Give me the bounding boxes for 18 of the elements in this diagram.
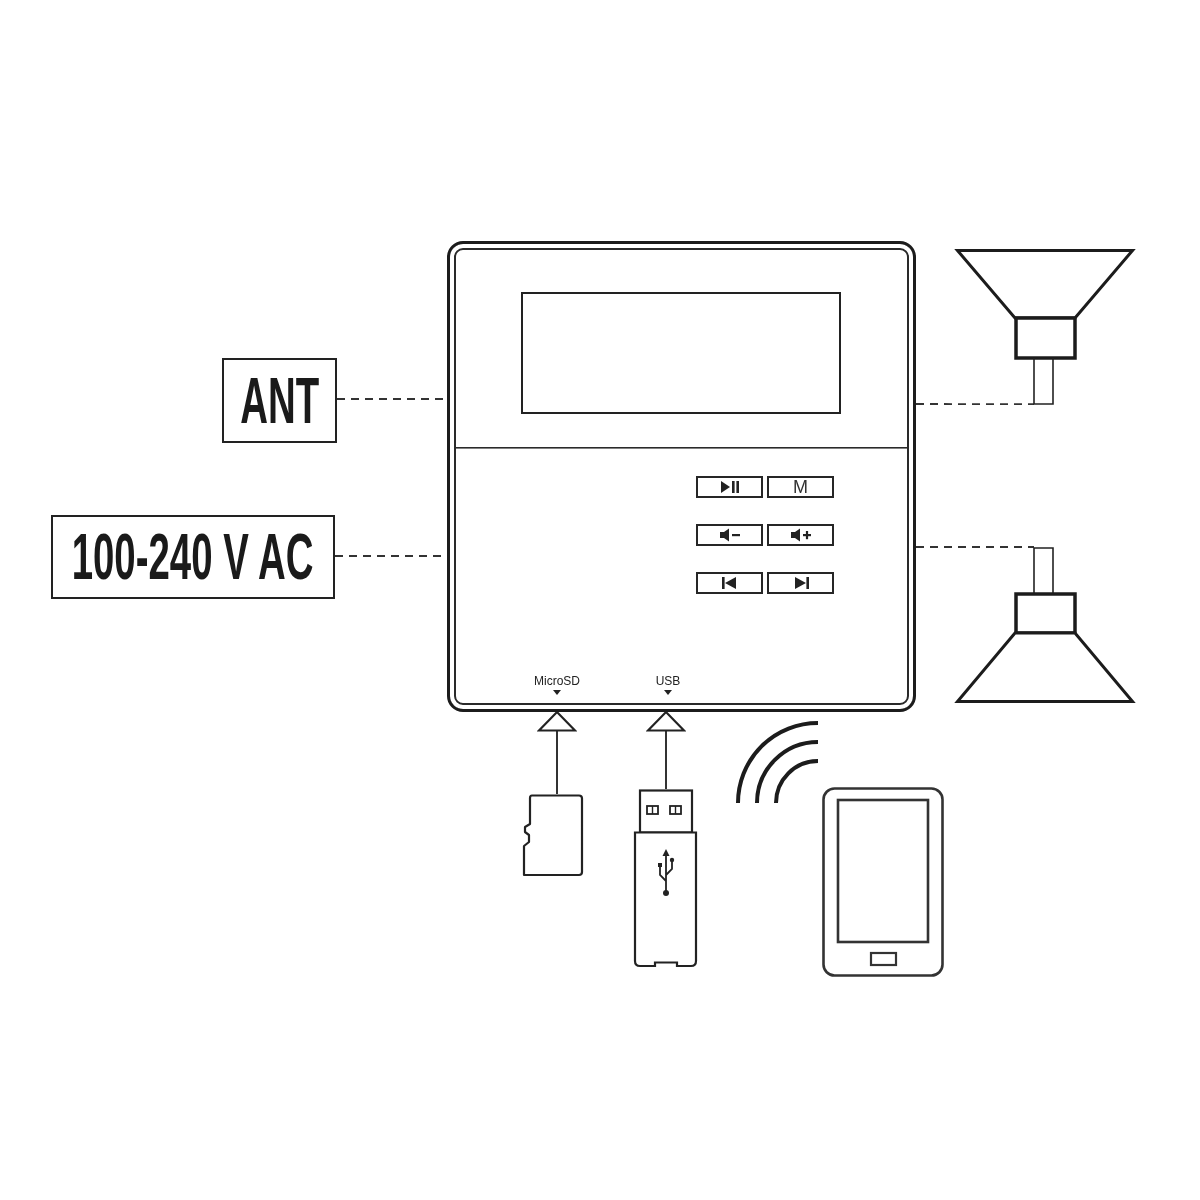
terminal-box [51,515,335,599]
connection-line [915,546,1035,548]
player-front-panel [447,241,916,712]
port-label: USB [655,675,681,687]
insert-arrow [646,710,686,790]
display-screen [521,292,841,414]
terminal-box [222,358,337,443]
loudspeaker [956,249,1134,405]
terminal-label: ANT [240,368,319,433]
mode-button: M [767,476,834,498]
port-label: MicroSD [534,675,580,687]
loudspeaker [956,547,1134,703]
terminal-label: 100-240 V AC [72,525,314,589]
smartphone [822,787,944,977]
connection-line [915,403,1035,405]
usb-flash-drive [633,789,698,968]
insert-arrow [537,710,577,795]
microsd-card [522,794,584,877]
